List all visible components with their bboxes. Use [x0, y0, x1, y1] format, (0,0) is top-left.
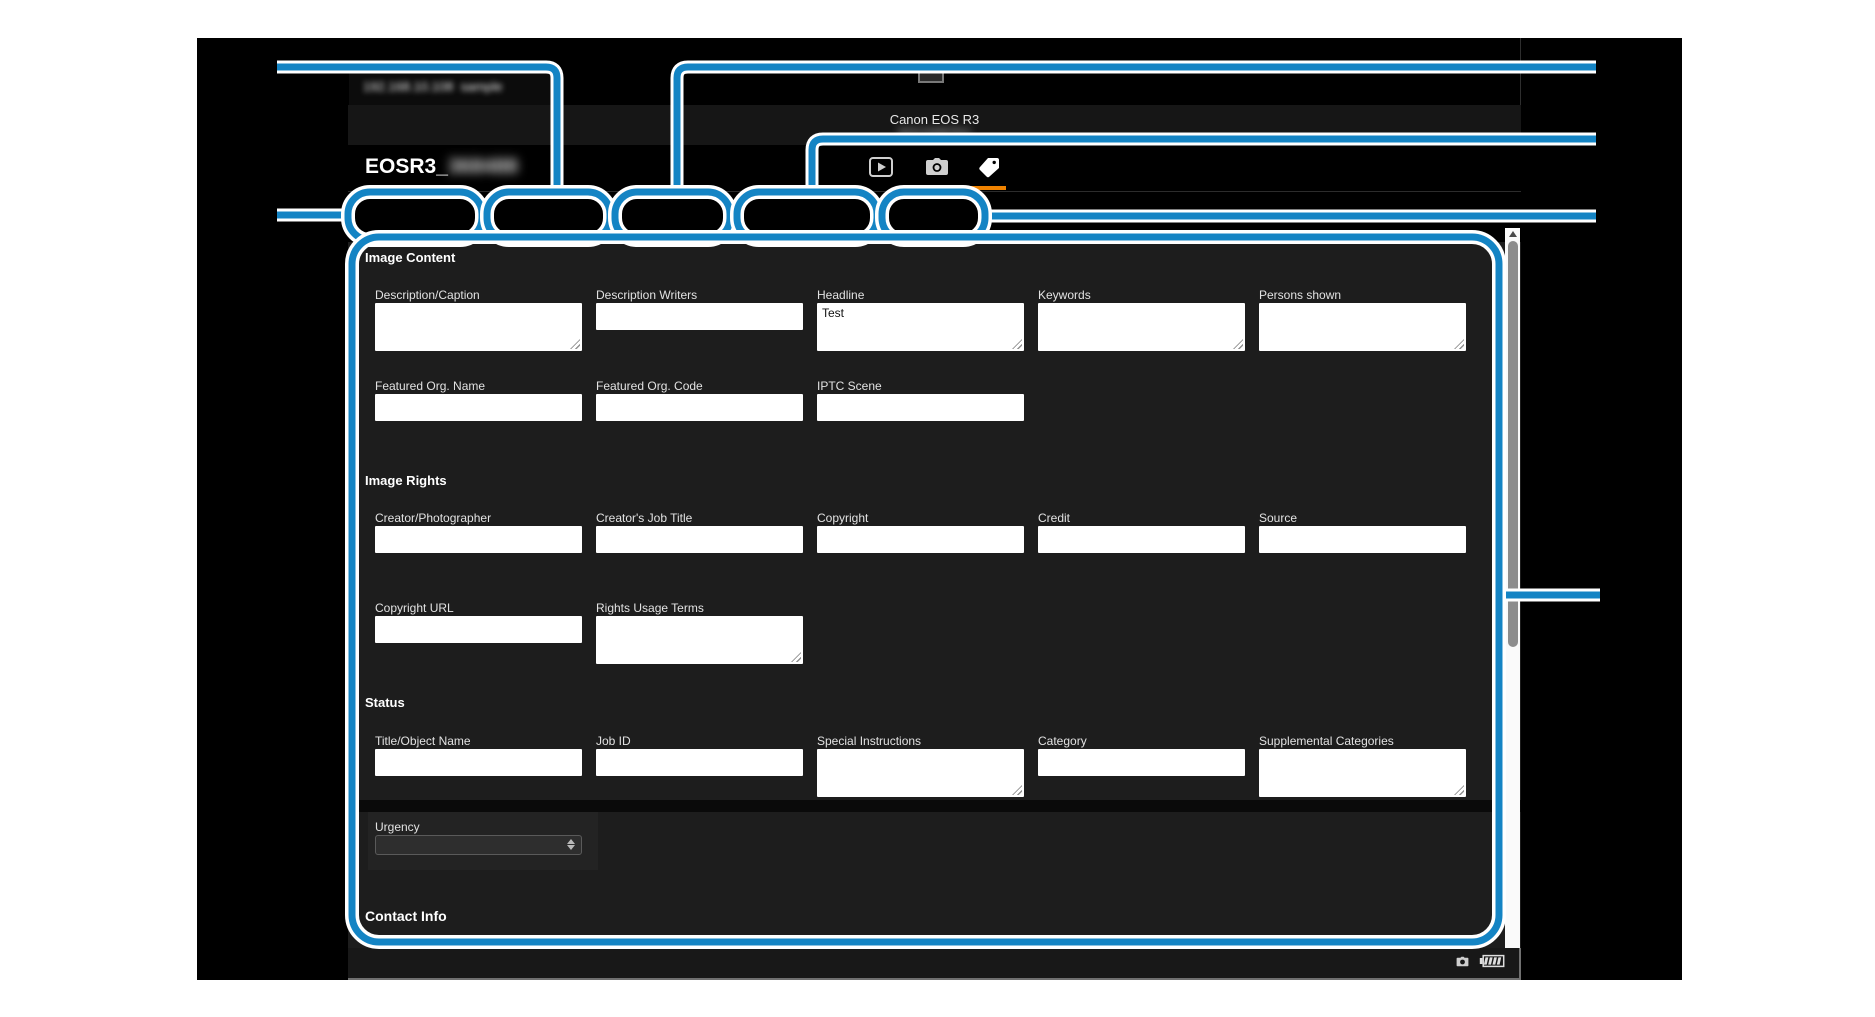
contact-info-section-title: Contact Info	[365, 908, 447, 924]
iptc-scene-field[interactable]	[817, 394, 1024, 421]
battery-icon	[1479, 954, 1505, 973]
credit-label: Credit	[1038, 511, 1071, 525]
connection-label: 192.168.10.108 sample	[363, 79, 503, 94]
camera-model-label: Canon EOS R3	[889, 112, 980, 127]
toolbar: ↓Load from file ↑Add to camera ↑Save to …	[348, 192, 1521, 267]
special-instructions-field[interactable]	[817, 749, 1024, 797]
headline-label: Headline	[817, 288, 865, 302]
job-id-field[interactable]	[596, 749, 803, 776]
urgency-label: Urgency	[375, 820, 420, 834]
active-tab-underline	[966, 186, 1006, 190]
section-title-image-rights: Image Rights	[365, 473, 447, 488]
description-caption-label: Description/Caption	[375, 288, 480, 302]
scrollbar-thumb[interactable]	[1507, 241, 1518, 647]
headline-field[interactable]: Test	[817, 303, 1024, 351]
tab-playback[interactable]	[868, 156, 894, 182]
description-caption-field[interactable]	[375, 303, 582, 351]
section-title-image-content: Image Content	[365, 250, 456, 265]
tab-shooting[interactable]	[924, 157, 950, 181]
persons-shown-label: Persons shown	[1259, 288, 1342, 302]
scrollbar-up-arrow-icon[interactable]	[1508, 231, 1517, 237]
creator-s-job-title-field[interactable]	[596, 526, 803, 553]
category-label: Category	[1038, 734, 1087, 748]
play-icon	[869, 156, 893, 182]
copyright-url-field[interactable]	[375, 616, 582, 643]
urgency-select[interactable]	[375, 835, 582, 855]
camera-subtitle-blurred: 5031234587812	[898, 127, 971, 138]
image-file-name: EOSR3_368488	[365, 155, 518, 178]
special-instructions-label: Special Instructions	[817, 734, 922, 748]
job-id-label: Job ID	[596, 734, 631, 748]
category-field[interactable]	[1038, 749, 1245, 776]
featured-org-name-label: Featured Org. Name	[375, 379, 486, 393]
camera-connection-dropdown[interactable]: 192.168.10.108 sample	[349, 68, 560, 105]
iptc-scene-label: IPTC Scene	[817, 379, 882, 393]
section-divider	[348, 800, 1521, 812]
keywords-label: Keywords	[1038, 288, 1091, 302]
featured-org-code-field[interactable]	[596, 394, 803, 421]
section-title-status: Status	[365, 695, 405, 710]
file-name-blurred-suffix: 368488	[447, 155, 518, 178]
app-window: 192.168.10.108 sample Canon EOS R3 50312…	[197, 38, 1682, 980]
supplemental-categories-field[interactable]	[1259, 749, 1466, 797]
description-writers-label: Description Writers	[596, 288, 698, 302]
main-content-area: 192.168.10.108 sample Canon EOS R3 50312…	[348, 38, 1521, 980]
copyright-field[interactable]	[817, 526, 1024, 553]
camera-info-band: Canon EOS R3 5031234587812	[348, 105, 1521, 145]
description-writers-field[interactable]	[596, 303, 803, 330]
camera-icon	[925, 157, 949, 182]
persons-shown-field[interactable]	[1259, 303, 1466, 351]
copyright-url-label: Copyright URL	[375, 601, 454, 615]
select-stepper-icon	[567, 839, 575, 850]
camera-status-icon	[1456, 954, 1469, 972]
featured-org-code-label: Featured Org. Code	[596, 379, 703, 393]
status-bar	[348, 948, 1521, 980]
tab-iptc-tag[interactable]	[976, 157, 1002, 181]
creator-s-job-title-label: Creator's Job Title	[596, 511, 693, 525]
credit-field[interactable]	[1038, 526, 1245, 553]
rights-usage-terms-label: Rights Usage Terms	[596, 601, 704, 615]
source-field[interactable]	[1259, 526, 1466, 553]
supplemental-categories-label: Supplemental Categories	[1259, 734, 1394, 748]
rights-usage-terms-field[interactable]	[596, 616, 803, 664]
keywords-field[interactable]	[1038, 303, 1245, 351]
source-label: Source	[1259, 511, 1298, 525]
title-object-name-field[interactable]	[375, 749, 582, 776]
tag-icon	[977, 156, 1001, 183]
copyright-label: Copyright	[817, 511, 869, 525]
featured-org-name-field[interactable]	[375, 394, 582, 421]
tab-bar: EOSR3_368488	[348, 145, 1521, 192]
creator-photographer-field[interactable]	[375, 526, 582, 553]
title-object-name-label: Title/Object Name	[375, 734, 471, 748]
creator-photographer-label: Creator/Photographer	[375, 511, 492, 525]
window-handle[interactable]	[918, 70, 944, 83]
vertical-scrollbar[interactable]	[1505, 228, 1520, 948]
